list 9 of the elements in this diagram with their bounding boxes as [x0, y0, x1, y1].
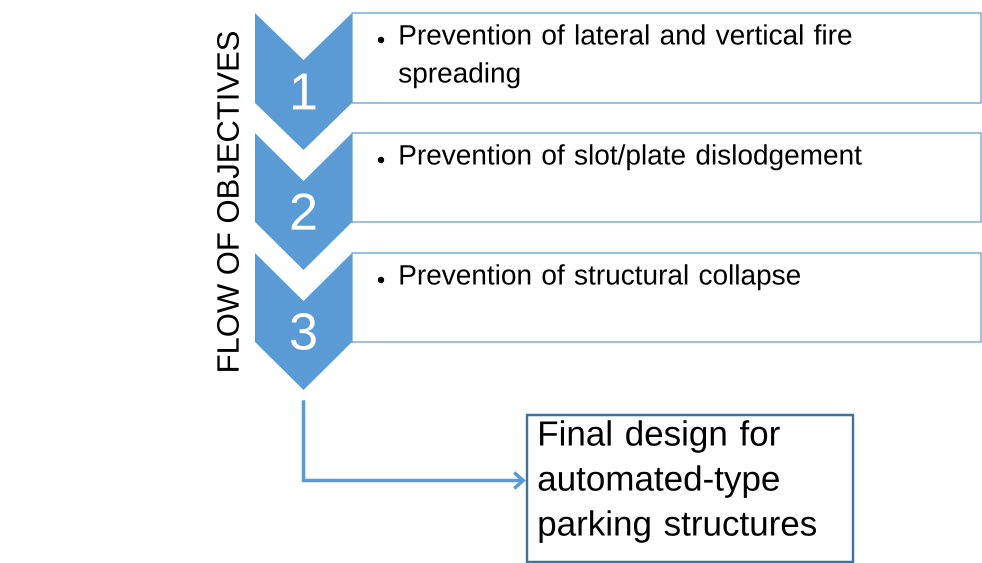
chevron-step: 2 — [255, 133, 352, 270]
vertical-heading: FLOW OF OBJECTIVES — [217, 32, 239, 371]
result-box: Final design for automated-type parking structures — [526, 414, 854, 563]
chevron-step: 1 — [255, 13, 352, 150]
chevron-step: 3 — [255, 253, 352, 390]
objective-box: Prevention of slot/plate dislodgement — [351, 132, 982, 223]
objective-box: Prevention of lateral and vertical fire spreading — [351, 12, 982, 104]
arrow — [302, 400, 526, 490]
objective-box: Prevention of structural collapse — [351, 252, 982, 343]
